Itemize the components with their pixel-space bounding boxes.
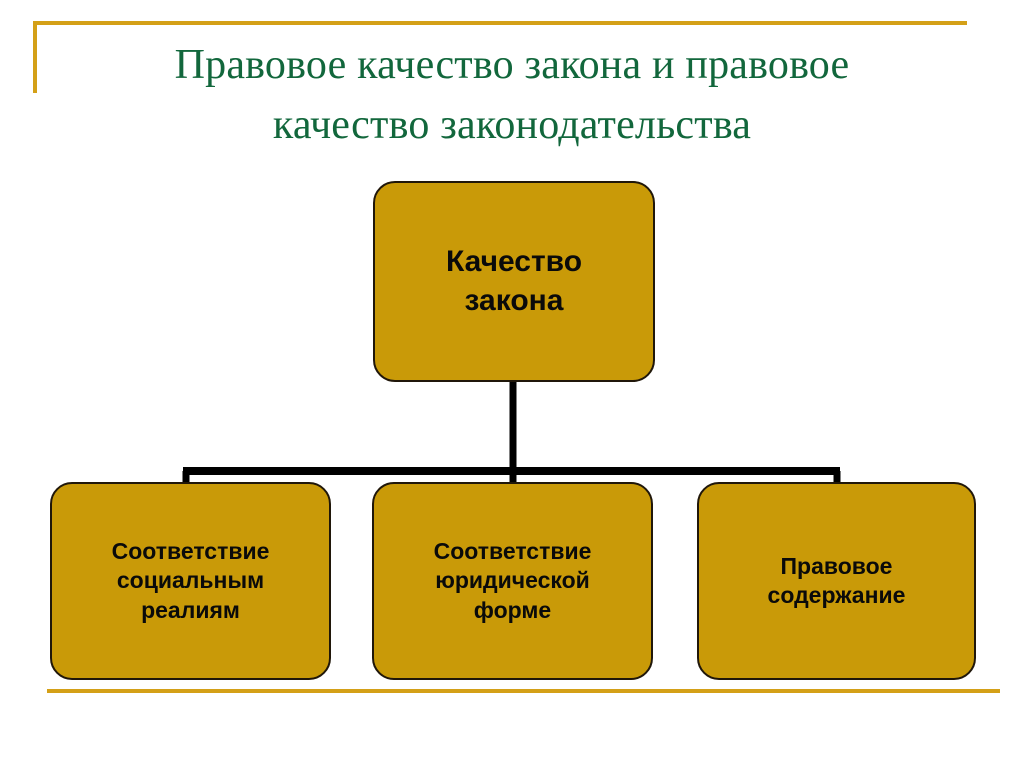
diagram-node-leaf-3[interactable]: Правовое содержание — [697, 482, 976, 680]
slide-title: Правовое качество закона и правовое каче… — [174, 42, 850, 148]
diagram-node-leaf-2[interactable]: Соответствие юридической форме — [372, 482, 653, 680]
decorative-rule-left — [33, 21, 37, 93]
diagram-node-root[interactable]: Качество закона — [373, 181, 655, 382]
diagram-node-leaf-1[interactable]: Соответствие социальным реалиям — [50, 482, 331, 680]
decorative-rule-top — [33, 21, 967, 25]
decorative-rule-bottom — [47, 689, 1000, 693]
